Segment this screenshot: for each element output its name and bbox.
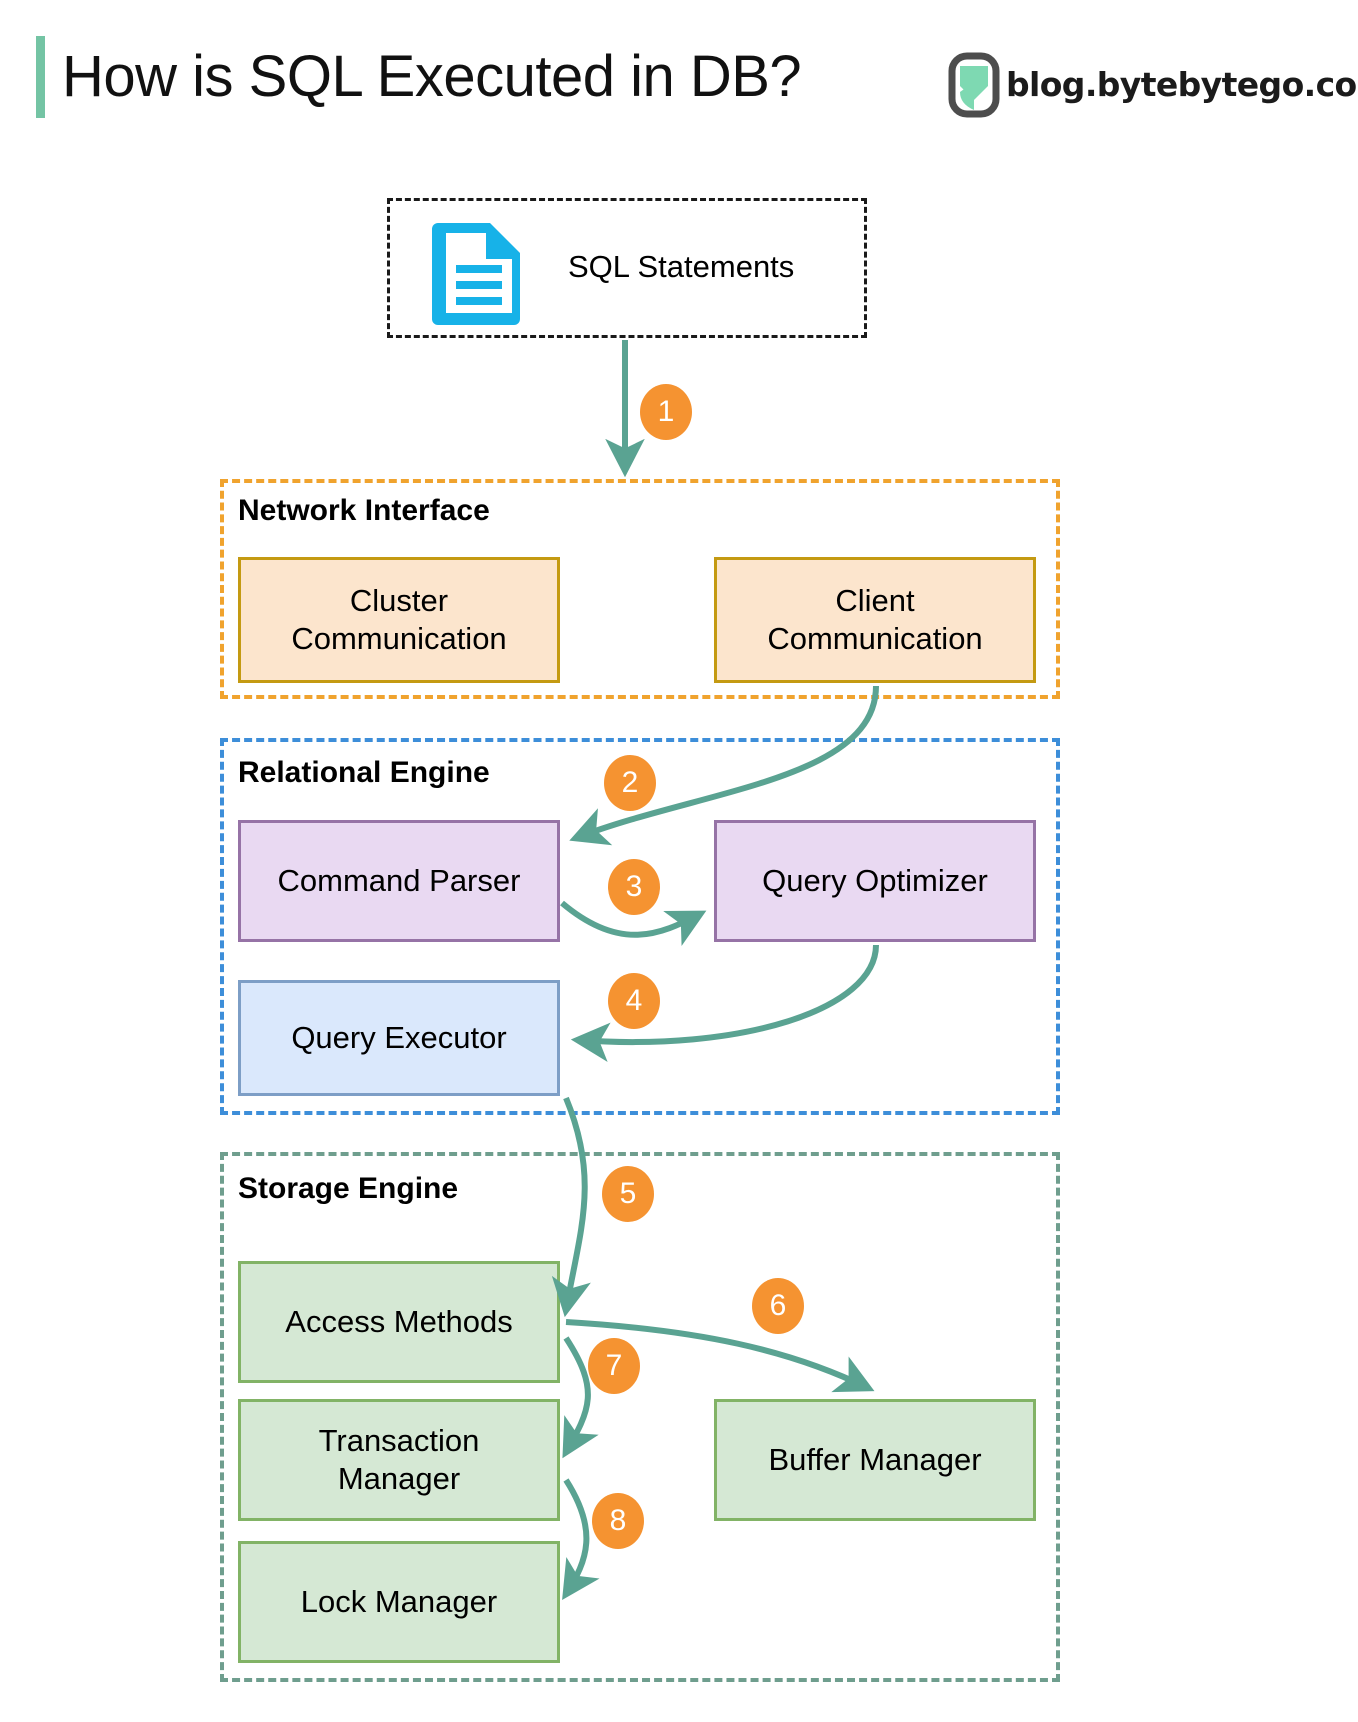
node-command-parser-label: Command Parser xyxy=(277,863,521,899)
node-cluster-communication-label: Cluster Communication xyxy=(291,583,507,656)
step-badge-6: 6 xyxy=(752,1278,804,1334)
group-storage-engine xyxy=(220,1152,1060,1682)
step-badge-5: 5 xyxy=(602,1166,654,1222)
step-badge-5-label: 5 xyxy=(619,1177,637,1210)
group-relational-engine-label: Relational Engine xyxy=(238,756,490,789)
node-access-methods-label: Access Methods xyxy=(285,1304,513,1340)
brand-logo: blog.bytebytego.com xyxy=(948,52,1358,122)
node-lock-manager[interactable]: Lock Manager xyxy=(238,1541,560,1663)
node-access-methods[interactable]: Access Methods xyxy=(238,1261,560,1383)
document-icon xyxy=(428,217,528,330)
step-badge-4-label: 4 xyxy=(625,984,643,1017)
step-badge-3: 3 xyxy=(608,859,660,915)
step-badge-1: 1 xyxy=(640,384,692,440)
title-accent-bar xyxy=(36,36,45,118)
group-storage-engine-label: Storage Engine xyxy=(238,1172,459,1205)
sql-statements-label: SQL Statements xyxy=(568,249,795,284)
page-title: How is SQL Executed in DB? xyxy=(62,44,802,109)
step-badge-6-label: 6 xyxy=(769,1289,787,1322)
node-query-optimizer-label: Query Optimizer xyxy=(762,863,988,899)
step-badge-3-label: 3 xyxy=(625,870,643,903)
step-badge-7: 7 xyxy=(588,1338,640,1394)
step-badge-8-label: 8 xyxy=(609,1504,627,1537)
node-client-communication[interactable]: Client Communication xyxy=(714,557,1036,683)
node-cluster-communication[interactable]: Cluster Communication xyxy=(238,557,560,683)
node-transaction-manager[interactable]: Transaction Manager xyxy=(238,1399,560,1521)
node-client-communication-label: Client Communication xyxy=(767,583,983,656)
group-network-interface-label: Network Interface xyxy=(238,494,490,527)
node-query-executor[interactable]: Query Executor xyxy=(238,980,560,1096)
node-lock-manager-label: Lock Manager xyxy=(300,1584,498,1620)
step-badge-7-label: 7 xyxy=(605,1349,623,1382)
node-buffer-manager[interactable]: Buffer Manager xyxy=(714,1399,1036,1521)
bytebytego-logo-icon xyxy=(948,52,1000,118)
step-badge-4: 4 xyxy=(608,973,660,1029)
step-badge-1-label: 1 xyxy=(657,395,675,428)
page-header: How is SQL Executed in DB? blog.bytebyte… xyxy=(0,26,1358,126)
node-buffer-manager-label: Buffer Manager xyxy=(768,1442,982,1478)
step-badge-2-label: 2 xyxy=(621,766,639,799)
step-badge-2: 2 xyxy=(604,755,656,811)
node-query-optimizer[interactable]: Query Optimizer xyxy=(714,820,1036,942)
logo-text: blog.bytebytego.com xyxy=(1006,65,1358,104)
node-query-executor-label: Query Executor xyxy=(291,1020,507,1056)
node-transaction-manager-label: Transaction Manager xyxy=(318,1423,480,1496)
step-badge-8: 8 xyxy=(592,1493,644,1549)
sql-statements-box: SQL Statements xyxy=(387,198,867,338)
node-command-parser[interactable]: Command Parser xyxy=(238,820,560,942)
